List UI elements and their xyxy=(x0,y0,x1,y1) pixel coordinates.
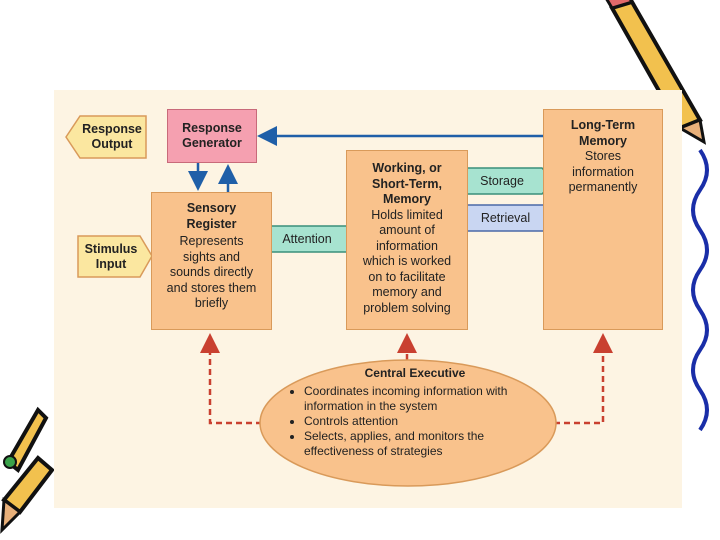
stimulus-input-label: Stimulus Input xyxy=(84,241,138,271)
storage-label: Storage xyxy=(480,174,524,188)
central-executive-item: Selects, applies, and monitors the effec… xyxy=(304,429,540,459)
pencil-bottom-left-icon xyxy=(0,406,55,534)
central-executive-item: Controls attention xyxy=(304,414,540,429)
attention-label: Attention xyxy=(282,232,332,246)
long-term-memory-box: Long-Term Memory Stores information perm… xyxy=(543,109,663,330)
central-executive-item: Coordinates incoming information with in… xyxy=(304,384,540,414)
central-executive: Central Executive Coordinates incoming i… xyxy=(290,366,540,459)
central-executive-title: Central Executive xyxy=(364,366,466,380)
long-term-memory-title: Long-Term Memory xyxy=(570,118,636,148)
central-executive-list: Coordinates incoming information with in… xyxy=(290,384,540,459)
response-generator-box: Response Generator xyxy=(167,109,257,163)
working-memory-title: Working, or Short-Term, Memory xyxy=(372,161,442,206)
long-term-memory-body: Stores information permanently xyxy=(568,149,638,194)
dashed-arrow-to-register xyxy=(200,333,262,425)
sensory-register-body: Represents sights and sounds directly an… xyxy=(166,234,257,310)
squiggle-right-decoration xyxy=(691,148,709,432)
response-generator-label: Response Generator xyxy=(182,120,242,151)
sensory-register-box: Sensory Register Represents sights and s… xyxy=(151,192,272,330)
sensory-register-title: Sensory Register xyxy=(186,201,237,231)
stimulus-input-shape xyxy=(77,235,153,278)
central-executive-shape xyxy=(259,359,557,487)
response-output-shape xyxy=(65,115,147,159)
dashed-arrow-to-ltm xyxy=(554,333,613,425)
working-memory-box: Working, or Short-Term, Memory Holds lim… xyxy=(346,150,468,330)
response-output-label: Response Output xyxy=(82,122,142,151)
retrieval-label: Retrieval xyxy=(480,211,531,225)
working-memory-body: Holds limited amount of information whic… xyxy=(362,207,452,315)
